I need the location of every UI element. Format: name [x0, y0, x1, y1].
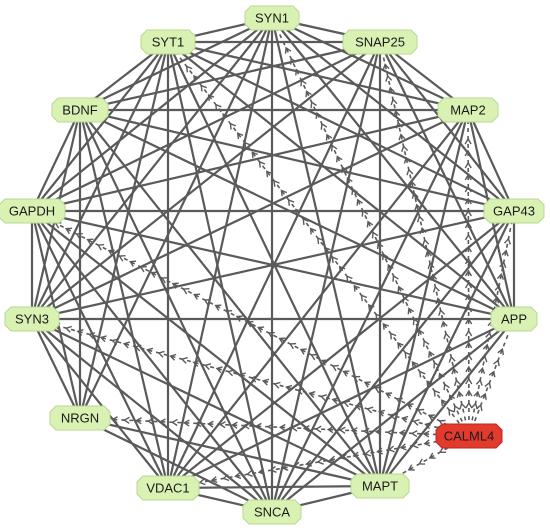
- node-gapdh: GAPDH: [0, 198, 66, 224]
- node-shape-gap43: [483, 198, 545, 224]
- edge-syn1-bdnf: [78, 16, 274, 112]
- edge-syn3-snca: [30, 317, 274, 514]
- node-shape-syt1: [140, 29, 196, 55]
- edge-syt1-nrgn: [78, 40, 170, 420]
- node-mapt: MAPT: [350, 473, 410, 499]
- edge-gapdh-snca: [30, 209, 274, 514]
- edge-syt1-gapdh: [30, 40, 170, 213]
- dashed-edge-calml4-gapdh: [31, 210, 470, 437]
- node-shape-calml4: [435, 423, 503, 449]
- node-label-nrgn: NRGN: [61, 411, 99, 426]
- node-label-snap25: SNAP25: [355, 35, 405, 50]
- edge-bdnf-gap43: [78, 108, 516, 213]
- node-label-gap43: GAP43: [493, 204, 535, 219]
- node-shape-gapdh: [0, 198, 66, 224]
- node-bdnf: BDNF: [51, 97, 109, 123]
- edge-gap43-snca: [270, 209, 516, 514]
- edge-nrgn-snca: [78, 416, 274, 514]
- edge-bdnf-gapdh: [30, 108, 82, 213]
- edge-gap43-vdac1: [166, 209, 516, 490]
- node-label-gapdh: GAPDH: [9, 204, 55, 219]
- edge-syn1-app: [270, 16, 516, 321]
- edge-gap43-syn3: [30, 209, 516, 321]
- node-syn3: SYN3: [4, 306, 60, 332]
- node-label-syn3: SYN3: [15, 312, 49, 327]
- node-shape-snca: [242, 499, 302, 525]
- edge-map2-gapdh: [30, 108, 470, 213]
- edge-nrgn-mapt: [78, 416, 382, 488]
- node-map2: MAP2: [437, 97, 499, 123]
- edge-map2-gap43: [466, 108, 516, 213]
- edges-layer: [30, 16, 516, 514]
- edge-map2-snca: [270, 108, 470, 514]
- edge-bdnf-snca: [78, 108, 274, 514]
- node-label-calml4: CALML4: [444, 429, 495, 444]
- node-app: APP: [490, 306, 538, 332]
- node-label-app: APP: [501, 312, 527, 327]
- node-snca: SNCA: [242, 499, 302, 525]
- edge-syt1-syn3: [30, 40, 170, 321]
- edge-snap25-gap43: [378, 40, 516, 213]
- dashed-edge-calml4-snap25: [379, 41, 470, 437]
- dashed-edge-calml4-syt1: [167, 41, 470, 437]
- node-nrgn: NRGN: [49, 405, 111, 431]
- edge-app-snca: [270, 317, 516, 514]
- node-label-syt1: SYT1: [152, 35, 185, 50]
- edge-snap25-syn3: [30, 40, 382, 321]
- edge-vdac1-mapt: [166, 484, 382, 490]
- node-label-vdac1: VDAC1: [146, 481, 189, 496]
- node-shape-bdnf: [51, 97, 109, 123]
- node-label-mapt: MAPT: [362, 479, 398, 494]
- node-shape-nrgn: [49, 405, 111, 431]
- node-snap25: SNAP25: [342, 29, 418, 55]
- dashed-edge-calml4-syn1: [271, 17, 470, 437]
- edge-gapdh-mapt: [30, 209, 382, 488]
- dashed-edge-calml4-vdac1: [167, 435, 470, 489]
- node-shape-snap25: [342, 29, 418, 55]
- node-shape-mapt: [350, 473, 410, 499]
- dashed-edge-calml4-syn3: [31, 318, 470, 437]
- node-label-bdnf: BDNF: [62, 103, 97, 118]
- node-calml4: CALML4: [435, 423, 503, 449]
- edge-syn1-nrgn: [78, 16, 274, 420]
- node-label-syn1: SYN1: [255, 11, 289, 26]
- edge-snap25-app: [378, 40, 516, 321]
- edge-snap25-gapdh: [30, 40, 382, 213]
- node-syn1: SYN1: [244, 5, 300, 31]
- edge-syt1-map2: [166, 40, 470, 112]
- dashed-edge-calml4-nrgn: [79, 416, 470, 439]
- node-shape-syn1: [244, 5, 300, 31]
- edge-syn3-nrgn: [30, 317, 82, 420]
- edge-bdnf-mapt: [78, 108, 382, 488]
- edge-syn3-vdac1: [30, 317, 170, 490]
- node-shape-syn3: [4, 306, 60, 332]
- edge-map2-syn3: [30, 108, 470, 321]
- edge-app-vdac1: [166, 317, 516, 490]
- dashed-edge-calml4-map2: [464, 109, 473, 437]
- node-gap43: GAP43: [483, 198, 545, 224]
- node-vdac1: VDAC1: [136, 475, 200, 501]
- node-label-map2: MAP2: [450, 103, 485, 118]
- node-shape-app: [490, 306, 538, 332]
- edge-syn1-gap43: [270, 16, 516, 213]
- node-shape-vdac1: [136, 475, 200, 501]
- edge-syn1-syn3: [30, 16, 274, 321]
- node-syt1: SYT1: [140, 29, 196, 55]
- edge-snap25-bdnf: [78, 40, 382, 112]
- node-shape-map2: [437, 97, 499, 123]
- edge-syt1-app: [166, 40, 516, 321]
- node-label-snca: SNCA: [254, 505, 290, 520]
- edge-gapdh-vdac1: [30, 209, 170, 490]
- dashed-edge-calml4-app: [468, 318, 515, 437]
